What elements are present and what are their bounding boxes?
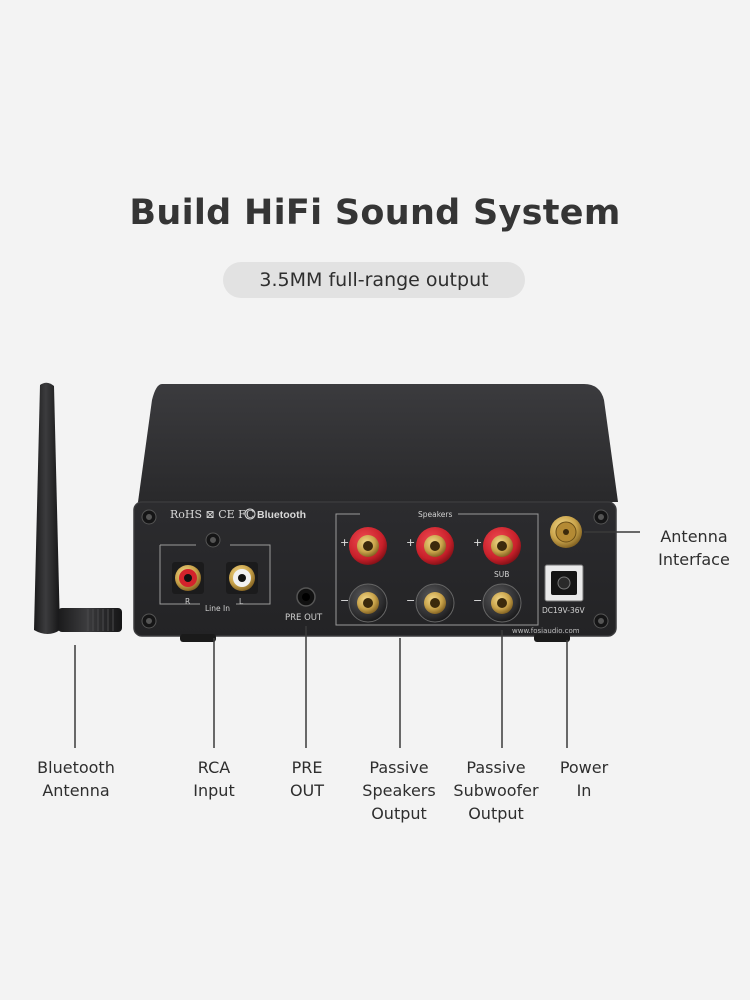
website-label: www.fosiaudio.com	[512, 627, 580, 635]
sub-label: SUB	[494, 570, 509, 579]
panel-screws	[141, 509, 609, 629]
page-title: Build HiFi Sound System	[129, 193, 621, 233]
callout-pre-out: PRE OUT	[289, 758, 325, 800]
callout-rca-input: RCA Input	[193, 758, 235, 800]
device-foot-left	[180, 634, 216, 642]
rca-jack-left	[226, 562, 258, 594]
pre-out-label: PRE OUT	[285, 613, 323, 623]
minus-mark-3: −	[473, 594, 482, 607]
rca-jack-right	[172, 562, 204, 594]
plus-mark-1: +	[340, 536, 349, 549]
sub-post-black	[482, 583, 522, 623]
power-rating-label: DC19V-36V	[542, 606, 585, 615]
speaker-post-black-2	[415, 583, 455, 623]
rca-left-label: L	[239, 597, 244, 606]
subtitle-badge: 3.5MM full-range output	[223, 262, 525, 298]
callout-passive-subwoofer: Passive Subwoofer Output	[453, 758, 539, 823]
device-top-cover	[138, 384, 618, 502]
speaker-post-red-1	[349, 527, 387, 565]
antenna-connector	[550, 516, 582, 548]
subtitle-text: 3.5MM full-range output	[259, 269, 489, 291]
device-foot-right	[534, 634, 570, 642]
callout-bluetooth-antenna: Bluetooth Antenna	[37, 758, 115, 800]
callout-antenna-interface: Antenna Interface	[658, 527, 730, 569]
minus-mark-2: −	[406, 594, 415, 607]
callout-leader-lines	[74, 531, 640, 748]
certification-marks: RoHS ⊠ CE FC	[170, 508, 254, 521]
speaker-post-red-2	[416, 527, 454, 565]
speaker-post-black-1	[348, 583, 388, 623]
speakers-outline	[335, 513, 539, 626]
callout-power-in: Power In	[559, 758, 609, 800]
sub-post-red	[483, 527, 521, 565]
plus-mark-2: +	[406, 536, 415, 549]
minus-mark-1: −	[340, 594, 349, 607]
line-in-outline	[159, 544, 271, 605]
callout-passive-speakers: Passive Speakers Output	[362, 758, 436, 823]
bluetooth-mark-text: Bluetooth	[257, 509, 306, 521]
line-in-label: Line In	[205, 604, 230, 613]
rca-right-label: R	[185, 597, 190, 606]
bluetooth-icon	[244, 508, 256, 520]
bluetooth-antenna	[34, 382, 122, 634]
power-jack	[544, 564, 584, 602]
pre-out-jack	[296, 587, 316, 607]
plus-mark-3: +	[473, 536, 482, 549]
speakers-label: Speakers	[418, 510, 453, 519]
